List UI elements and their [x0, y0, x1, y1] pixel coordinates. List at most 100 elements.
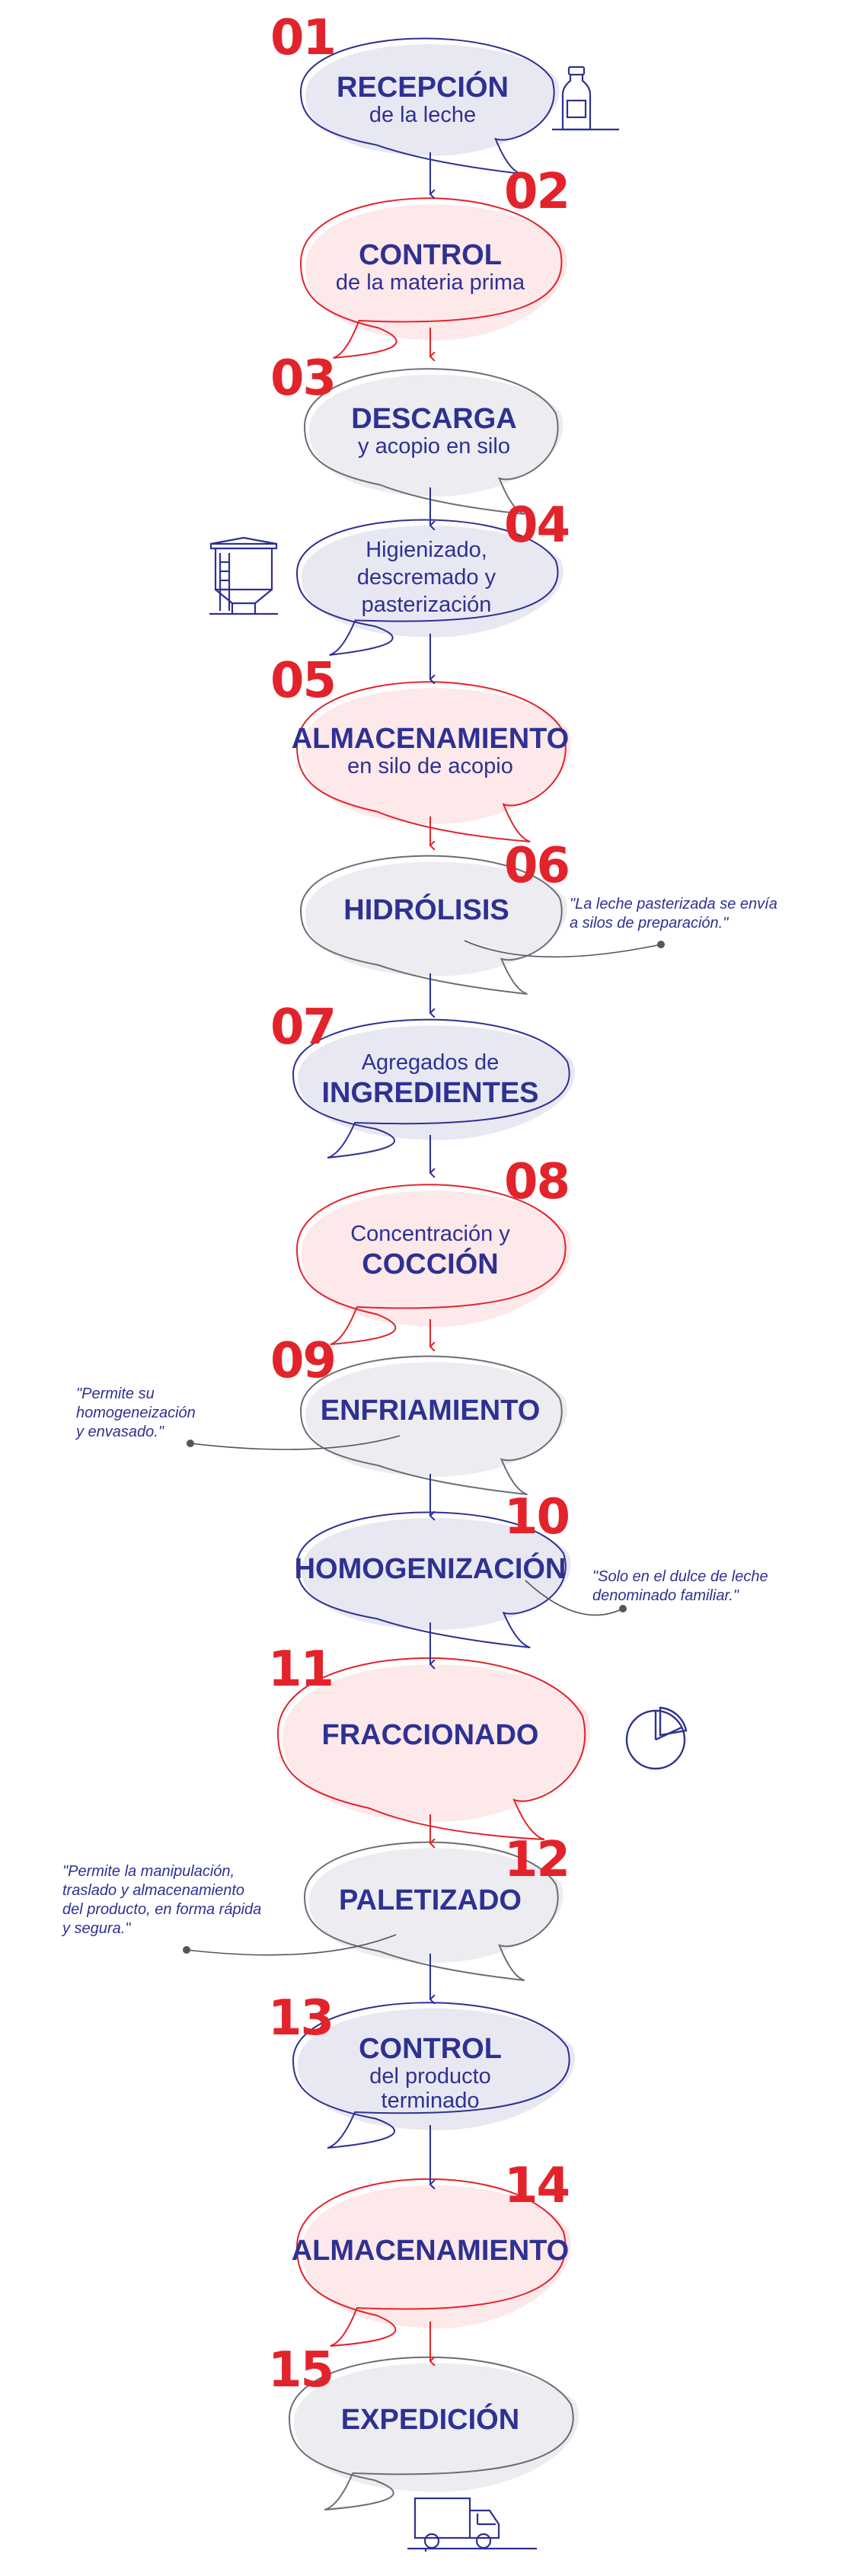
note-line: del producto, en forma rápida	[62, 1901, 262, 1918]
step-blob-7-fill	[298, 1025, 575, 1140]
step-subtitle: de la leche	[369, 103, 477, 127]
step-label-01: RECEPCIÓN de la leche	[301, 72, 544, 127]
step-line-2: descremado y	[356, 565, 496, 590]
note-line: traslado y almacenamiento	[62, 1882, 245, 1899]
step-blob-13-outline	[292, 2002, 570, 2149]
step-number-08: 08	[504, 1154, 570, 1210]
leader-note-12	[186, 1934, 397, 1956]
step-title: ENFRIAMIENTO	[320, 1395, 541, 1427]
step-label-08: Concentración y COCCIÓN	[297, 1219, 563, 1280]
step-number-04: 04	[504, 497, 570, 554]
step-blob-12-outline	[303, 1841, 559, 1981]
step-label-04: Higienizado, descremado y pasterización	[305, 536, 548, 618]
step-blob-8-outline	[295, 1184, 567, 1345]
step-title: CONTROL	[359, 239, 502, 271]
step-number-13: 13	[268, 1990, 334, 2047]
step-number-02: 02	[504, 164, 570, 220]
step-blob-10-fill	[302, 1518, 571, 1630]
step-title: ALMACENAMIENTO	[291, 2235, 570, 2267]
step-subtitle: y acopio en silo	[358, 434, 510, 459]
step-title: HOMOGENIZACIÓN	[294, 1553, 567, 1585]
note-line: a silos de preparación."	[570, 915, 729, 932]
step-number-14: 14	[504, 2158, 570, 2214]
step-blob-3-outline	[303, 368, 559, 515]
step-title: CONTROL	[359, 2033, 502, 2065]
step-title: PALETIZADO	[339, 1884, 522, 1916]
step-line-3: pasterización	[361, 593, 492, 617]
silo-tank-icon	[209, 536, 278, 615]
step-blob-2-outline	[299, 197, 563, 359]
step-subtitle: de la materia prima	[335, 270, 525, 295]
step-label-06: HIDRÓLISIS	[305, 895, 548, 925]
pie-chart-icon	[625, 1706, 688, 1770]
step-blob-2-fill	[305, 204, 567, 340]
leader-note-10	[525, 1580, 624, 1616]
step-blob-1-fill	[305, 44, 560, 156]
step-blob-4-outline	[295, 519, 559, 656]
step-label-12: PALETIZADO	[308, 1885, 552, 1916]
step-subtitle: en silo de acopio	[347, 754, 513, 778]
note-09: "Permite su homogeneización y envasado."	[76, 1385, 259, 1442]
step-blob-14-outline	[295, 2178, 567, 2347]
step-line-1: Agregados de	[361, 1050, 500, 1075]
step-blob-8-fill	[302, 1191, 571, 1327]
step-blob-15-outline	[288, 2356, 574, 2510]
step-number-15: 15	[268, 2342, 334, 2399]
milk-bottle-icon	[552, 66, 619, 131]
step-label-07: Agregados de INGREDIENTES	[301, 1047, 560, 1108]
step-label-03: DESCARGA y acopio en silo	[312, 404, 556, 459]
step-blob-6-fill	[305, 861, 567, 976]
step-title: FRACCIONADO	[321, 1719, 539, 1751]
step-title: HIDRÓLISIS	[343, 894, 509, 926]
note-line: "Permite su	[76, 1385, 155, 1402]
delivery-truck-icon	[407, 2497, 537, 2552]
leader-note-06-dot	[657, 941, 665, 948]
step-title: RECEPCIÓN	[337, 72, 509, 104]
leader-note-09	[190, 1435, 401, 1450]
step-blob-11-fill	[283, 1664, 591, 1823]
step-label-02: CONTROL de la materia prima	[293, 240, 567, 295]
step-label-05: ALMACENAMIENTO en silo de acopio	[270, 724, 590, 778]
note-line: y segura."	[62, 1920, 131, 1937]
step-blob-4-fill	[302, 526, 563, 638]
step-line-2: del producto	[369, 2064, 491, 2089]
step-number-05: 05	[270, 653, 337, 709]
step-number-11: 11	[268, 1641, 334, 1698]
step-number-06: 06	[504, 838, 570, 894]
step-blob-10-outline	[295, 1511, 567, 1648]
note-line: "La leche pasterizada se envía	[570, 896, 777, 912]
step-label-10: HOMOGENIZACIÓN	[274, 1554, 586, 1584]
step-blob-11-outline	[276, 1657, 586, 1840]
step-line-3: terminado	[381, 2089, 480, 2113]
note-10: "Solo en el dulce de leche denominado fa…	[592, 1568, 836, 1606]
step-title: ALMACENAMIENTO	[291, 723, 570, 755]
step-number-03: 03	[270, 350, 337, 407]
step-label-09: ENFRIAMIENTO	[301, 1395, 560, 1426]
step-blob-6-outline	[299, 855, 563, 995]
step-label-14: ALMACENAMIENTO	[278, 2236, 583, 2266]
step-blob-5-outline	[295, 681, 567, 842]
step-blob-7-outline	[292, 1018, 570, 1159]
note-line: y envasado."	[76, 1424, 164, 1440]
leader-note-12-dot	[183, 1946, 190, 1954]
leader-note-10-dot	[619, 1605, 627, 1612]
note-12: "Permite la manipulación, traslado y alm…	[62, 1862, 306, 1938]
step-blob-5-fill	[302, 688, 571, 824]
step-label-15: EXPEDICIÓN	[305, 2405, 556, 2435]
leader-note-06	[464, 940, 662, 958]
step-blob-3-fill	[309, 375, 563, 497]
step-number-09: 09	[270, 1333, 337, 1389]
step-label-11: FRACCIONADO	[301, 1720, 560, 1750]
step-blob-15-fill	[294, 2363, 579, 2492]
note-line: "Solo en el dulce de leche	[592, 1568, 768, 1585]
step-blob-14-fill	[302, 2184, 571, 2328]
step-line-1: Higienizado,	[366, 538, 487, 562]
step-blob-9-fill	[305, 1362, 567, 1477]
step-blob-12-fill	[309, 1848, 563, 1963]
note-line: denominado familiar."	[592, 1587, 739, 1604]
step-title: DESCARGA	[351, 403, 517, 435]
step-number-12: 12	[504, 1832, 570, 1888]
step-number-10: 10	[504, 1489, 570, 1545]
step-title: INGREDIENTES	[321, 1077, 539, 1109]
